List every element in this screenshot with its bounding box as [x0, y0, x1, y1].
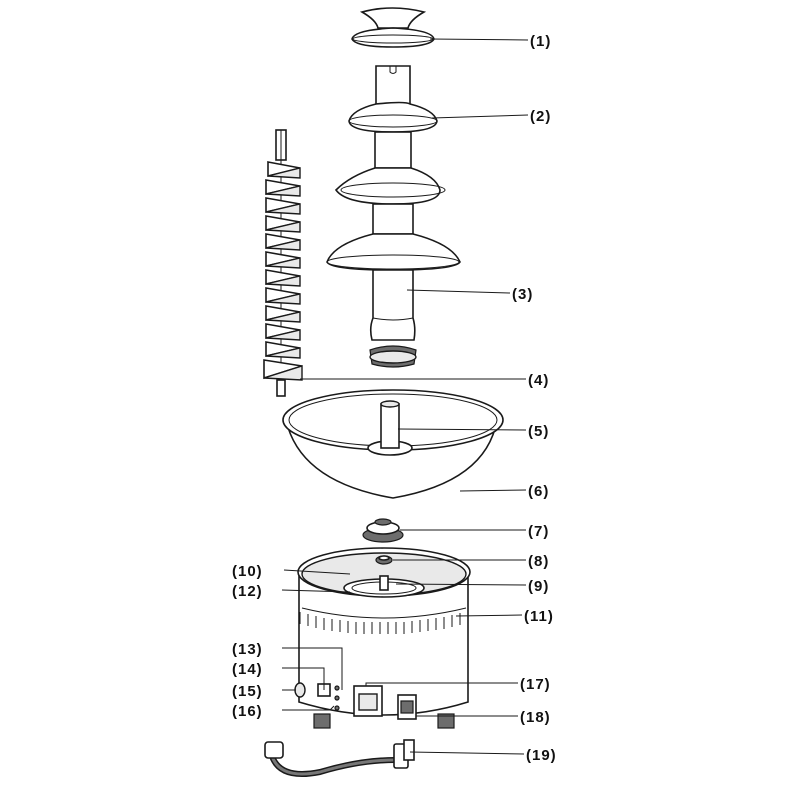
callout-2: (2): [530, 108, 551, 125]
part-7-coupling: [362, 518, 404, 543]
callout-6: (6): [528, 483, 549, 500]
callout-labels: (1) (2) (3) (4) (5) (6) (7) (8) (9) (10)…: [232, 33, 557, 764]
callout-10: (10): [232, 563, 263, 580]
callout-19: (19): [526, 747, 557, 764]
part-19-power-cord: [264, 739, 415, 777]
callout-8: (8): [528, 553, 549, 570]
callout-12: (12): [232, 583, 263, 600]
part-2-3-tower: [326, 65, 461, 368]
callout-14: (14): [232, 661, 263, 678]
leader-lines: [281, 38, 529, 755]
part-4-auger: [263, 129, 303, 397]
callout-18: (18): [520, 709, 551, 726]
callout-3: (3): [512, 286, 533, 303]
callout-1: (1): [530, 33, 551, 50]
callout-13: (13): [232, 641, 263, 658]
callout-7: (7): [528, 523, 549, 540]
callout-15: (15): [232, 683, 263, 700]
callout-4: (4): [528, 372, 549, 389]
callout-11: (11): [524, 608, 554, 625]
callout-16: (16): [232, 703, 263, 720]
callout-5: (5): [528, 423, 549, 440]
callout-17: (17): [520, 676, 551, 693]
callout-9: (9): [528, 578, 549, 595]
part-5-6-bowl: [282, 389, 504, 499]
part-1-crown: [351, 7, 435, 48]
part-base: [294, 547, 471, 729]
